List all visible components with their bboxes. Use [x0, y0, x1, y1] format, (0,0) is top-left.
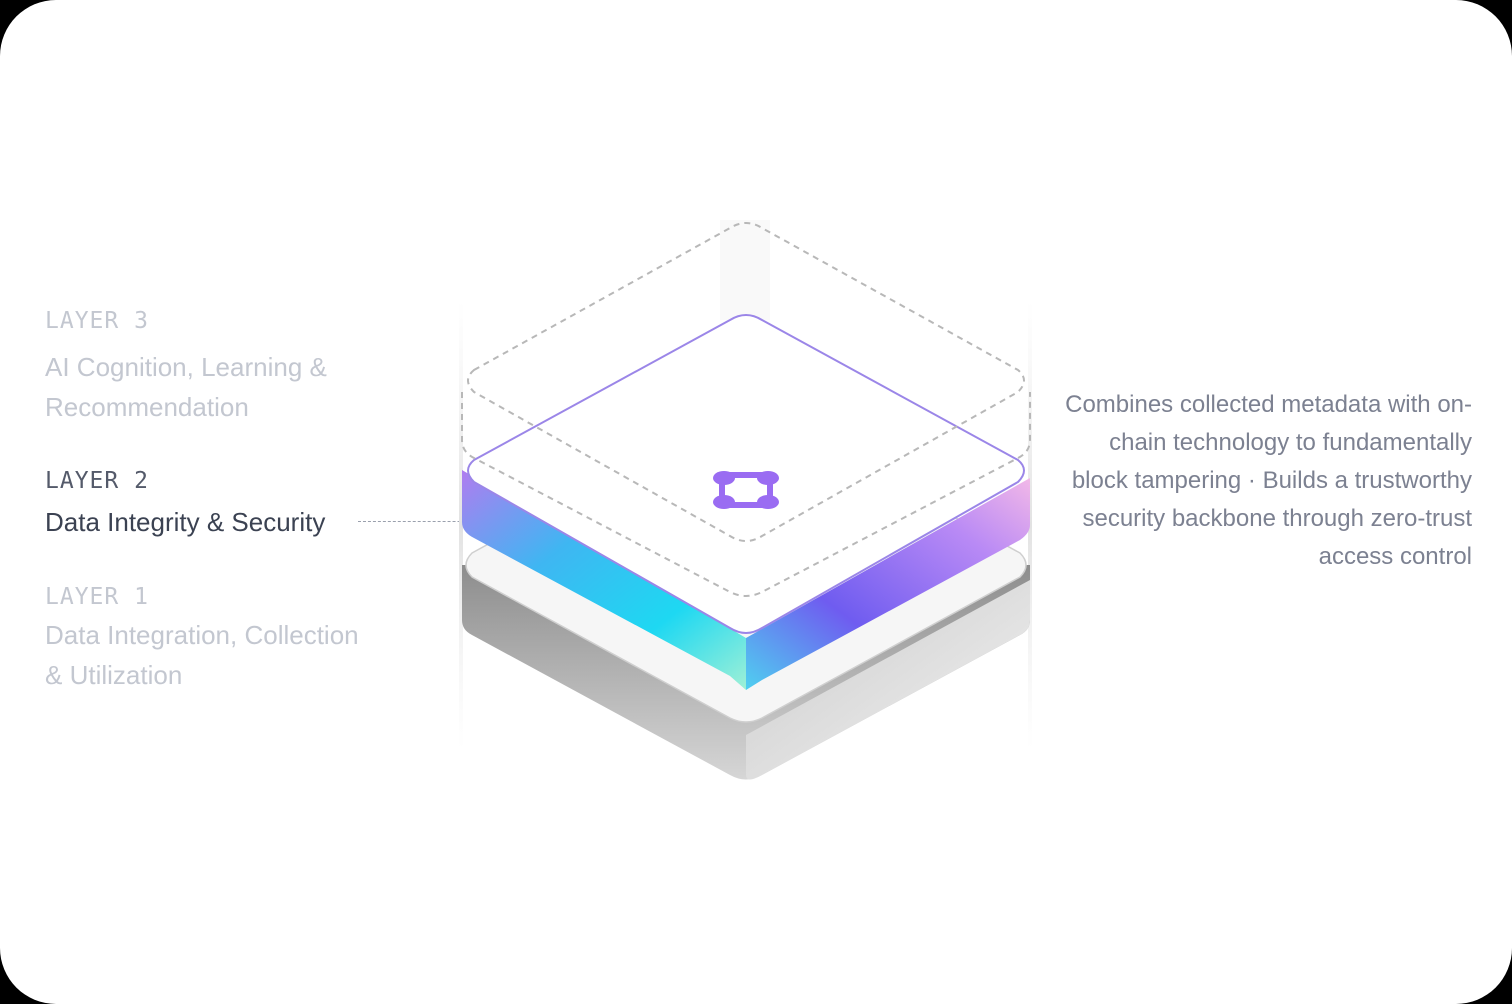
layer-1-label[interactable]: LAYER 1 [45, 584, 149, 610]
layer-2-side-left [462, 470, 746, 690]
layer-3-label[interactable]: LAYER 3 [45, 308, 149, 334]
guide-pillar-center [720, 220, 770, 320]
integrity-node-icon [713, 471, 779, 509]
layer-1-base-side-right [746, 580, 1030, 780]
layer-3-outline-bottom [461, 392, 1031, 597]
layer-2-title[interactable]: Data Integrity & Security [45, 507, 326, 537]
layer-1-title[interactable]: Data Integration, Collection & Utilizati… [45, 620, 359, 690]
layer-2-label[interactable]: LAYER 2 [45, 468, 149, 494]
layer-2-side-right [746, 478, 1030, 690]
guide-pillar-left [459, 300, 463, 750]
layer-stack-illustration [459, 220, 1032, 780]
layer-description: Combines collected metadata with on-chai… [1065, 391, 1472, 570]
layer-3-title[interactable]: AI Cognition, Learning & Recommendation [45, 352, 327, 422]
